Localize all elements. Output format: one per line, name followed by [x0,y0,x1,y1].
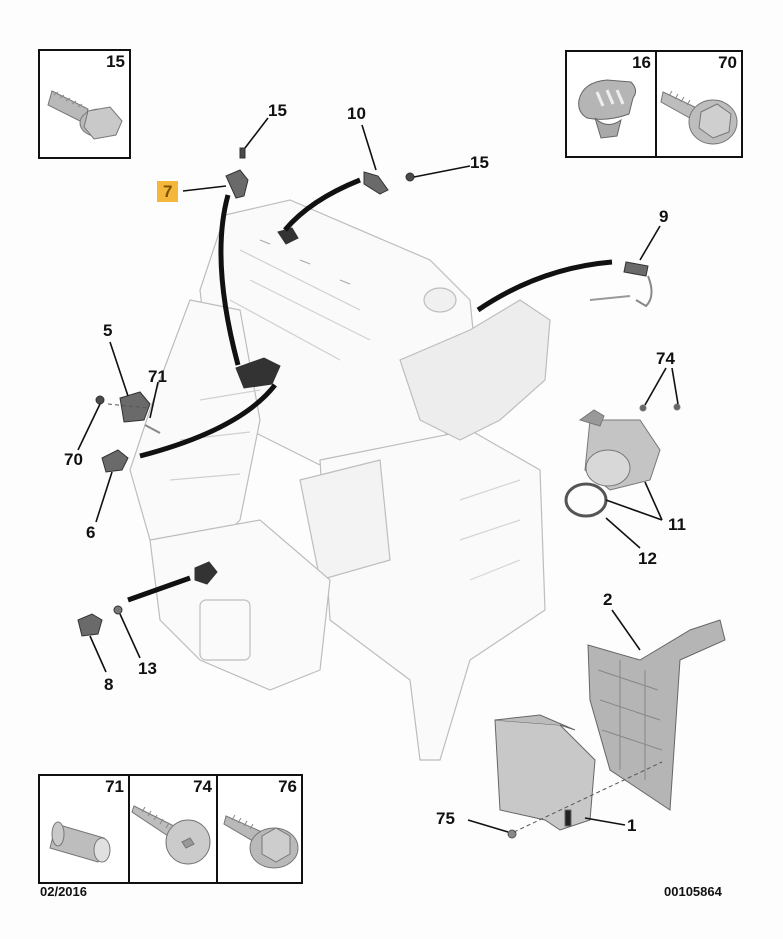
sleeve-icon [49,821,111,863]
legend-number: 16 [632,53,651,72]
sensor-8-part [77,613,103,637]
sensor-9-part [623,261,649,277]
callout-1: 1 [627,816,637,835]
engine-sensor-8 [194,561,218,585]
hex-flange-screw-icon [223,814,299,869]
legend-box-71-74-76: 71 74 76 [38,774,303,884]
callout-70: 70 [64,450,83,469]
footer-date: 02/2016 [40,884,87,899]
legend-number: 76 [278,777,297,796]
legend-number: 70 [718,53,737,72]
legend-number: 15 [106,52,125,71]
callout-75: 75 [436,809,455,828]
callout-5: 5 [103,321,113,340]
callout-13: 13 [138,659,157,678]
sensor-10-part [363,171,389,195]
sensor-5-part [119,391,151,423]
callout-9: 9 [659,207,669,226]
callout-11: 11 [668,515,686,534]
legend-number: 71 [105,777,124,796]
flange-bolt-icon [47,90,123,140]
engine-sensor-7 [235,357,281,389]
legend-box-16-70: 16 70 [565,50,743,158]
pan-head-screw-icon [131,805,211,865]
callout-7-highlighted: 7 [157,181,179,202]
callout-74: 74 [656,349,675,368]
callout-2: 2 [603,590,613,609]
footer-reference-number: 00105864 [664,884,722,899]
ecu-bracket-2 [587,619,726,811]
callout-15-top: 15 [268,101,287,120]
washer-13 [113,605,123,615]
callout-6: 6 [86,523,96,542]
legend-number: 74 [193,777,212,796]
sensor-7-part [225,169,249,199]
callout-12: 12 [638,549,657,568]
legend-cell-15: 15 [40,51,129,157]
engine-block [129,199,551,761]
legend-box-15: 15 [38,49,131,159]
legend-cell-70: 70 [655,52,741,156]
callout-71: 71 [148,367,167,386]
legend-cell-74: 74 [128,776,216,882]
throttle-body-11 [578,403,681,491]
bolt-15b [405,172,415,182]
callout-15-right: 15 [470,153,489,172]
legend-cell-16: 16 [567,52,655,156]
callout-8: 8 [104,675,114,694]
flange-screw-icon [660,90,738,145]
legend-cell-76: 76 [216,776,301,882]
callout-10: 10 [347,104,366,123]
bolt-15a [239,147,246,159]
ecu-1 [494,714,596,831]
sensor-6-part [101,449,129,473]
bolt-70 [95,395,105,405]
gasket-12 [564,482,608,518]
harness-clip-icon [578,79,637,139]
legend-cell-71: 71 [40,776,128,882]
